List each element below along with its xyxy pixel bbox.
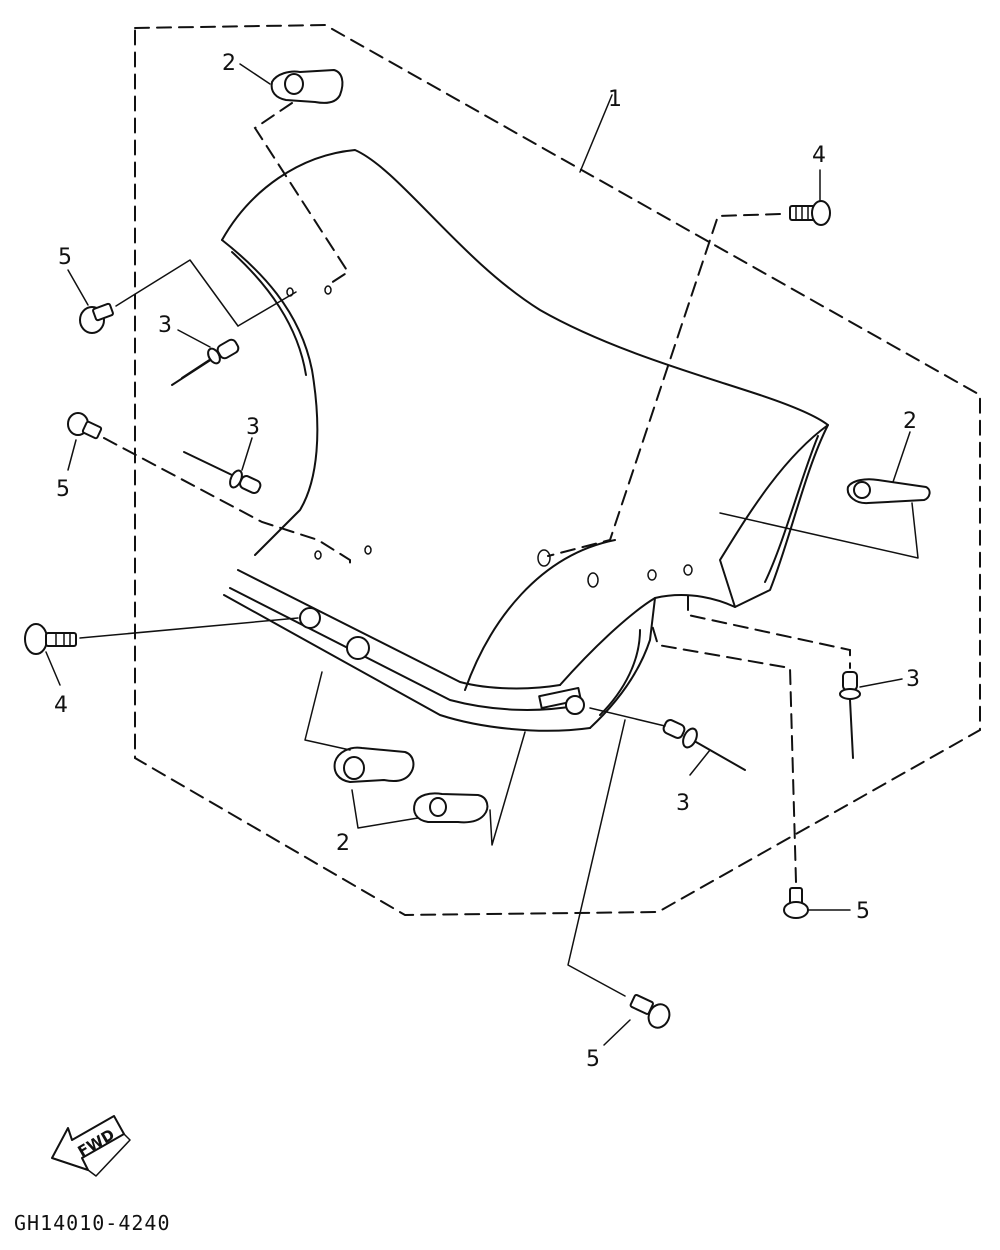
callout-plate-right: 2: [903, 409, 917, 434]
leader-screw-bottom: [603, 1019, 631, 1046]
callout-screw-left: 4: [54, 693, 68, 718]
screw-part: [783, 887, 809, 919]
ref-line-screw-lower-right: [651, 624, 797, 883]
screw-part: [629, 993, 671, 1029]
leader-rivet-bottom: [689, 749, 711, 776]
callout-screw-upper-left: 5: [58, 245, 72, 270]
assembly-boundary: [134, 23, 981, 917]
leader-screw-mid-left: [67, 439, 77, 471]
screw-part: [79, 302, 114, 334]
leader-rivet-right: [859, 678, 903, 688]
screw-part: [24, 623, 77, 655]
ref-line-plate-right: [719, 502, 919, 559]
leader-rivet-upper-left: [177, 329, 211, 348]
ref-line-plate-bottom-2: [489, 731, 526, 846]
plate-part: [413, 792, 489, 824]
callout-screw-lower-right: 5: [856, 899, 870, 924]
callout-screw-top-right: 4: [812, 143, 826, 168]
callout-cowling: 1: [608, 87, 622, 112]
rivet-part: [171, 338, 240, 386]
leader-screw-left: [45, 651, 61, 686]
forward-arrow-icon: FWD: [51, 1115, 131, 1177]
ref-line-plate-bottom: [304, 671, 351, 751]
leader-rivet-mid-left: [241, 437, 253, 471]
rivet-part: [839, 671, 861, 759]
ref-line-rivet-right: [687, 595, 851, 669]
plate-part: [270, 69, 344, 104]
leader-plate-bottom: [351, 789, 419, 829]
rivet-part: [662, 719, 746, 771]
screw-part: [789, 200, 831, 226]
callout-rivet-bottom: 3: [676, 791, 690, 816]
rivet-part: [183, 451, 262, 495]
plate-part: [846, 478, 931, 505]
ref-line-screw-bottom: [567, 719, 626, 997]
ref-line-rivet-bottom: [589, 707, 666, 727]
plate-part: [333, 746, 415, 783]
ref-line-screw-left: [79, 617, 299, 639]
screw-part: [67, 412, 103, 440]
leader-plate-top: [239, 63, 271, 85]
ref-line-screw-top-right: [547, 213, 781, 557]
ref-line-screw-mid-left: [103, 437, 351, 566]
callout-rivet-right: 3: [906, 667, 920, 692]
callout-screw-mid-left: 5: [56, 477, 70, 502]
ref-line-rivet-upper-left: [237, 291, 297, 327]
ref-line-screw-upper-left: [115, 259, 239, 327]
callout-rivet-upper-left: 3: [158, 313, 172, 338]
callout-plate-top: 2: [222, 51, 236, 76]
callout-screw-bottom: 5: [586, 1047, 600, 1072]
callout-rivet-mid-left: 3: [246, 415, 260, 440]
leader-cowling: [579, 94, 613, 173]
leader-plate-right: [892, 431, 911, 483]
diagram-code: GH14010-4240: [14, 1211, 171, 1235]
cowling-part: [221, 149, 829, 732]
leader-screw-upper-left: [67, 269, 89, 306]
callout-plate-bottom: 2: [336, 831, 350, 856]
ref-line-plate-top: [253, 102, 350, 286]
